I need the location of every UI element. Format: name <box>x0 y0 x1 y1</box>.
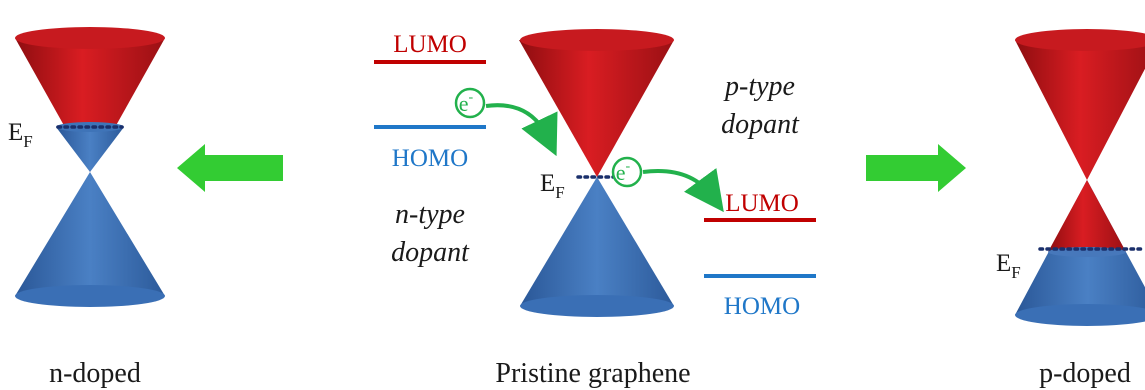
n-doped-fermi-label: EF <box>8 119 33 151</box>
p-electron-symbol: e- <box>616 159 631 185</box>
p-doped-caption: p-doped <box>1039 358 1131 389</box>
curved-arrow-icon <box>485 103 558 157</box>
p-doped-upper-cone <box>1015 40 1145 180</box>
pristine-lower-cone-base <box>520 295 674 317</box>
p-dopant-type-line1: p-type <box>723 71 795 102</box>
pristine-upper-cone-top <box>520 29 674 51</box>
p-doped-lower-cone-base <box>1015 304 1145 326</box>
n-doped-filled-region <box>56 127 124 172</box>
n-electron-symbol: e- <box>459 90 474 116</box>
n-doped-caption: n-doped <box>49 358 141 389</box>
p-doped-emptied-region <box>1048 180 1126 252</box>
arrow-left-icon <box>177 144 283 192</box>
p-dopant-lumo-label: LUMO <box>725 190 799 217</box>
n-dopant-lumo-label: LUMO <box>393 31 467 58</box>
p-dopant-homo-label: HOMO <box>724 293 800 320</box>
curved-arrow-icon <box>642 168 724 213</box>
n-doped-lower-cone-base <box>15 285 165 307</box>
n-dopant-type-line2: dopant <box>391 237 470 268</box>
n-doped-cone <box>15 27 165 307</box>
n-doped-upper-cone <box>15 38 165 172</box>
n-dopant-homo-label: HOMO <box>392 145 468 172</box>
pristine-upper-cone <box>519 40 674 177</box>
p-doped-upper-cone-top <box>1015 29 1145 51</box>
n-electron: e- <box>454 87 486 119</box>
p-doped-cone <box>1015 29 1145 326</box>
pristine-cone <box>519 29 674 317</box>
pristine-lower-cone <box>520 177 674 306</box>
arrow-right-icon <box>866 144 966 192</box>
p-dopant-type-line2: dopant <box>721 109 800 140</box>
p-electron: e- <box>611 156 643 188</box>
p-doped-fermi-label: EF <box>996 250 1021 282</box>
pristine-fermi-label: EF <box>540 170 565 202</box>
n-doped-upper-cone-top <box>15 27 165 49</box>
n-doped-lower-cone <box>15 172 165 296</box>
pristine-caption: Pristine graphene <box>495 358 690 389</box>
n-dopant-type-line1: n-type <box>395 199 465 230</box>
